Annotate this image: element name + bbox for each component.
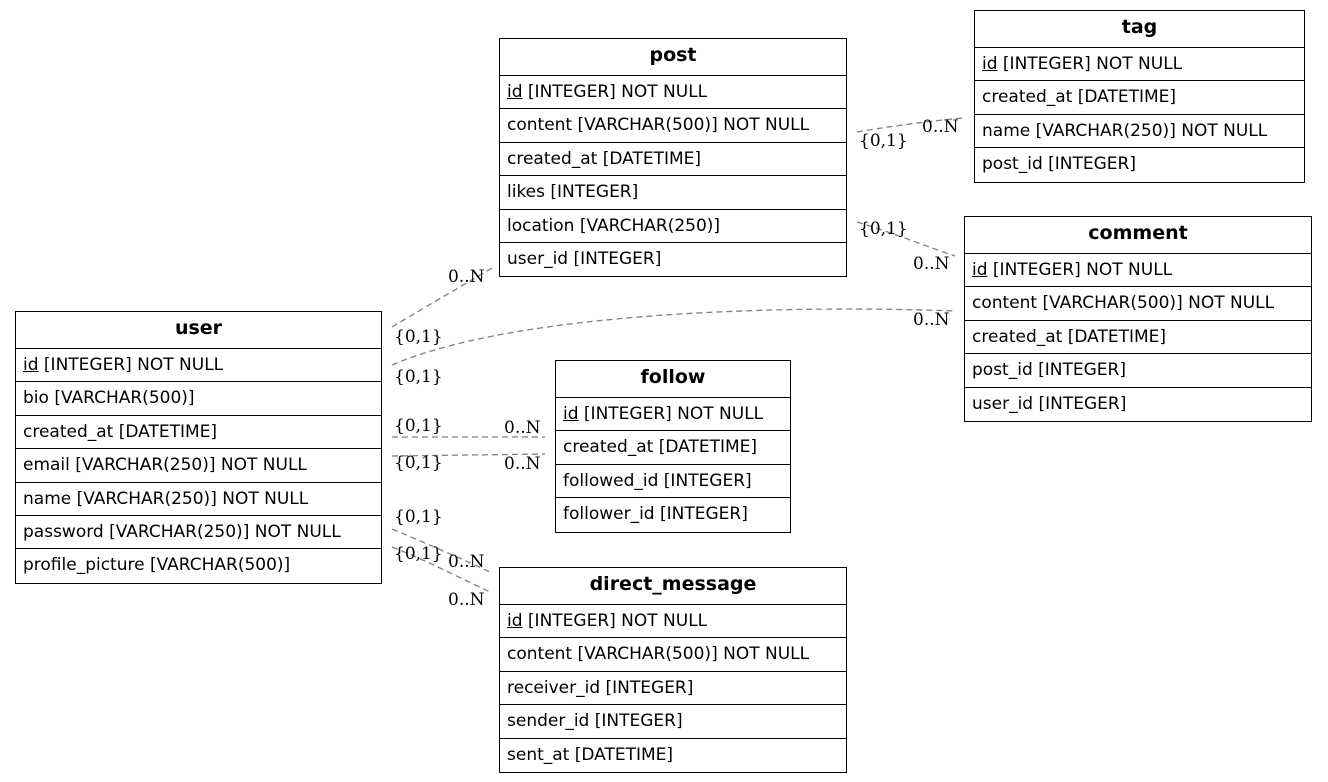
column-row: content [VARCHAR(500)] NOT NULL <box>500 109 846 143</box>
edge-post-tag <box>856 117 964 133</box>
edge-post-comment <box>856 221 956 257</box>
cardinality-label: {0,1} <box>394 416 443 436</box>
column-row: follower_id [INTEGER] <box>563 504 748 525</box>
column-row: password [VARCHAR(250)] NOT NULL <box>16 516 381 550</box>
entity-user[interactable]: user id [INTEGER] NOT NULL bio [VARCHAR(… <box>15 311 382 584</box>
primary-key: id <box>982 54 998 74</box>
cardinality-label: {0,1} <box>859 131 908 151</box>
cardinality-label: {0,1} <box>394 453 443 473</box>
entity-post[interactable]: post id [INTEGER] NOT NULL content [VARC… <box>499 38 847 278</box>
column-row: id [INTEGER] NOT NULL <box>965 254 1311 288</box>
cardinality-label: {0,1} <box>394 507 443 527</box>
column-row: created_at [DATETIME] <box>965 321 1311 355</box>
primary-key: id <box>563 404 579 424</box>
column-row: id [INTEGER] NOT NULL <box>556 398 790 432</box>
column-row: created_at [DATETIME] <box>16 416 381 450</box>
edge-user-dm-1 <box>391 528 491 573</box>
cardinality-label: 0..N <box>913 254 950 274</box>
cardinality-label: {0,1} <box>394 544 443 564</box>
column-row: profile_picture [VARCHAR(500)] <box>23 555 291 576</box>
column-row: user_id [INTEGER] <box>507 248 662 269</box>
column-row: receiver_id [INTEGER] <box>500 672 846 706</box>
cardinality-label: 0..N <box>448 552 485 572</box>
column-row: sender_id [INTEGER] <box>500 705 846 739</box>
cardinality-label: 0..N <box>448 267 485 287</box>
cardinality-label: 0..N <box>504 418 541 438</box>
column-row: followed_id [INTEGER] <box>556 465 790 499</box>
column-row: email [VARCHAR(250)] NOT NULL <box>16 449 381 483</box>
entity-title: comment <box>965 217 1311 254</box>
entity-direct-message[interactable]: direct_message id [INTEGER] NOT NULL con… <box>499 567 847 773</box>
column-row: post_id [INTEGER] <box>965 354 1311 388</box>
primary-key: id <box>507 611 523 631</box>
column-row: user_id [INTEGER] <box>972 393 1127 414</box>
column-row: likes [INTEGER] <box>500 176 846 210</box>
column-row: id [INTEGER] NOT NULL <box>16 349 381 383</box>
primary-key: id <box>23 355 39 375</box>
column-row: created_at [DATETIME] <box>975 81 1304 115</box>
column-row: id [INTEGER] NOT NULL <box>500 76 846 110</box>
column-row: id [INTEGER] NOT NULL <box>975 48 1304 82</box>
entity-follow[interactable]: follow id [INTEGER] NOT NULL created_at … <box>555 360 791 533</box>
entity-title: user <box>16 312 381 349</box>
entity-title: direct_message <box>500 568 846 605</box>
column-row: created_at [DATETIME] <box>556 431 790 465</box>
primary-key: id <box>972 260 988 280</box>
column-row: created_at [DATETIME] <box>500 143 846 177</box>
cardinality-label: 0..N <box>922 117 959 137</box>
entity-title: post <box>500 39 846 76</box>
column-row: bio [VARCHAR(500)] <box>16 382 381 416</box>
edge-user-dm-2 <box>391 546 491 593</box>
column-row: post_id [INTEGER] <box>982 154 1136 175</box>
cardinality-label: 0..N <box>913 310 950 330</box>
cardinality-label: {0,1} <box>394 367 443 387</box>
edge-user-comment <box>391 308 956 366</box>
cardinality-label: 0..N <box>504 454 541 474</box>
column-row: content [VARCHAR(500)] NOT NULL <box>965 287 1311 321</box>
column-row: location [VARCHAR(250)] <box>500 210 846 243</box>
column-row: name [VARCHAR(250)] NOT NULL <box>975 115 1304 149</box>
primary-key: id <box>507 82 523 102</box>
cardinality-label: 0..N <box>448 590 485 610</box>
cardinality-label: {0,1} <box>394 327 443 347</box>
entity-title: follow <box>556 361 790 398</box>
column-row: sent_at [DATETIME] <box>507 744 674 765</box>
cardinality-label: {0,1} <box>859 219 908 239</box>
column-row: id [INTEGER] NOT NULL <box>500 605 846 639</box>
column-row: content [VARCHAR(500)] NOT NULL <box>500 638 846 672</box>
entity-comment[interactable]: comment id [INTEGER] NOT NULL content [V… <box>964 216 1312 422</box>
column-row: name [VARCHAR(250)] NOT NULL <box>16 483 381 516</box>
edge-user-post <box>391 267 493 328</box>
entity-title: tag <box>975 11 1304 48</box>
entity-tag[interactable]: tag id [INTEGER] NOT NULL created_at [DA… <box>974 10 1305 183</box>
edge-user-follow-2 <box>391 453 546 457</box>
